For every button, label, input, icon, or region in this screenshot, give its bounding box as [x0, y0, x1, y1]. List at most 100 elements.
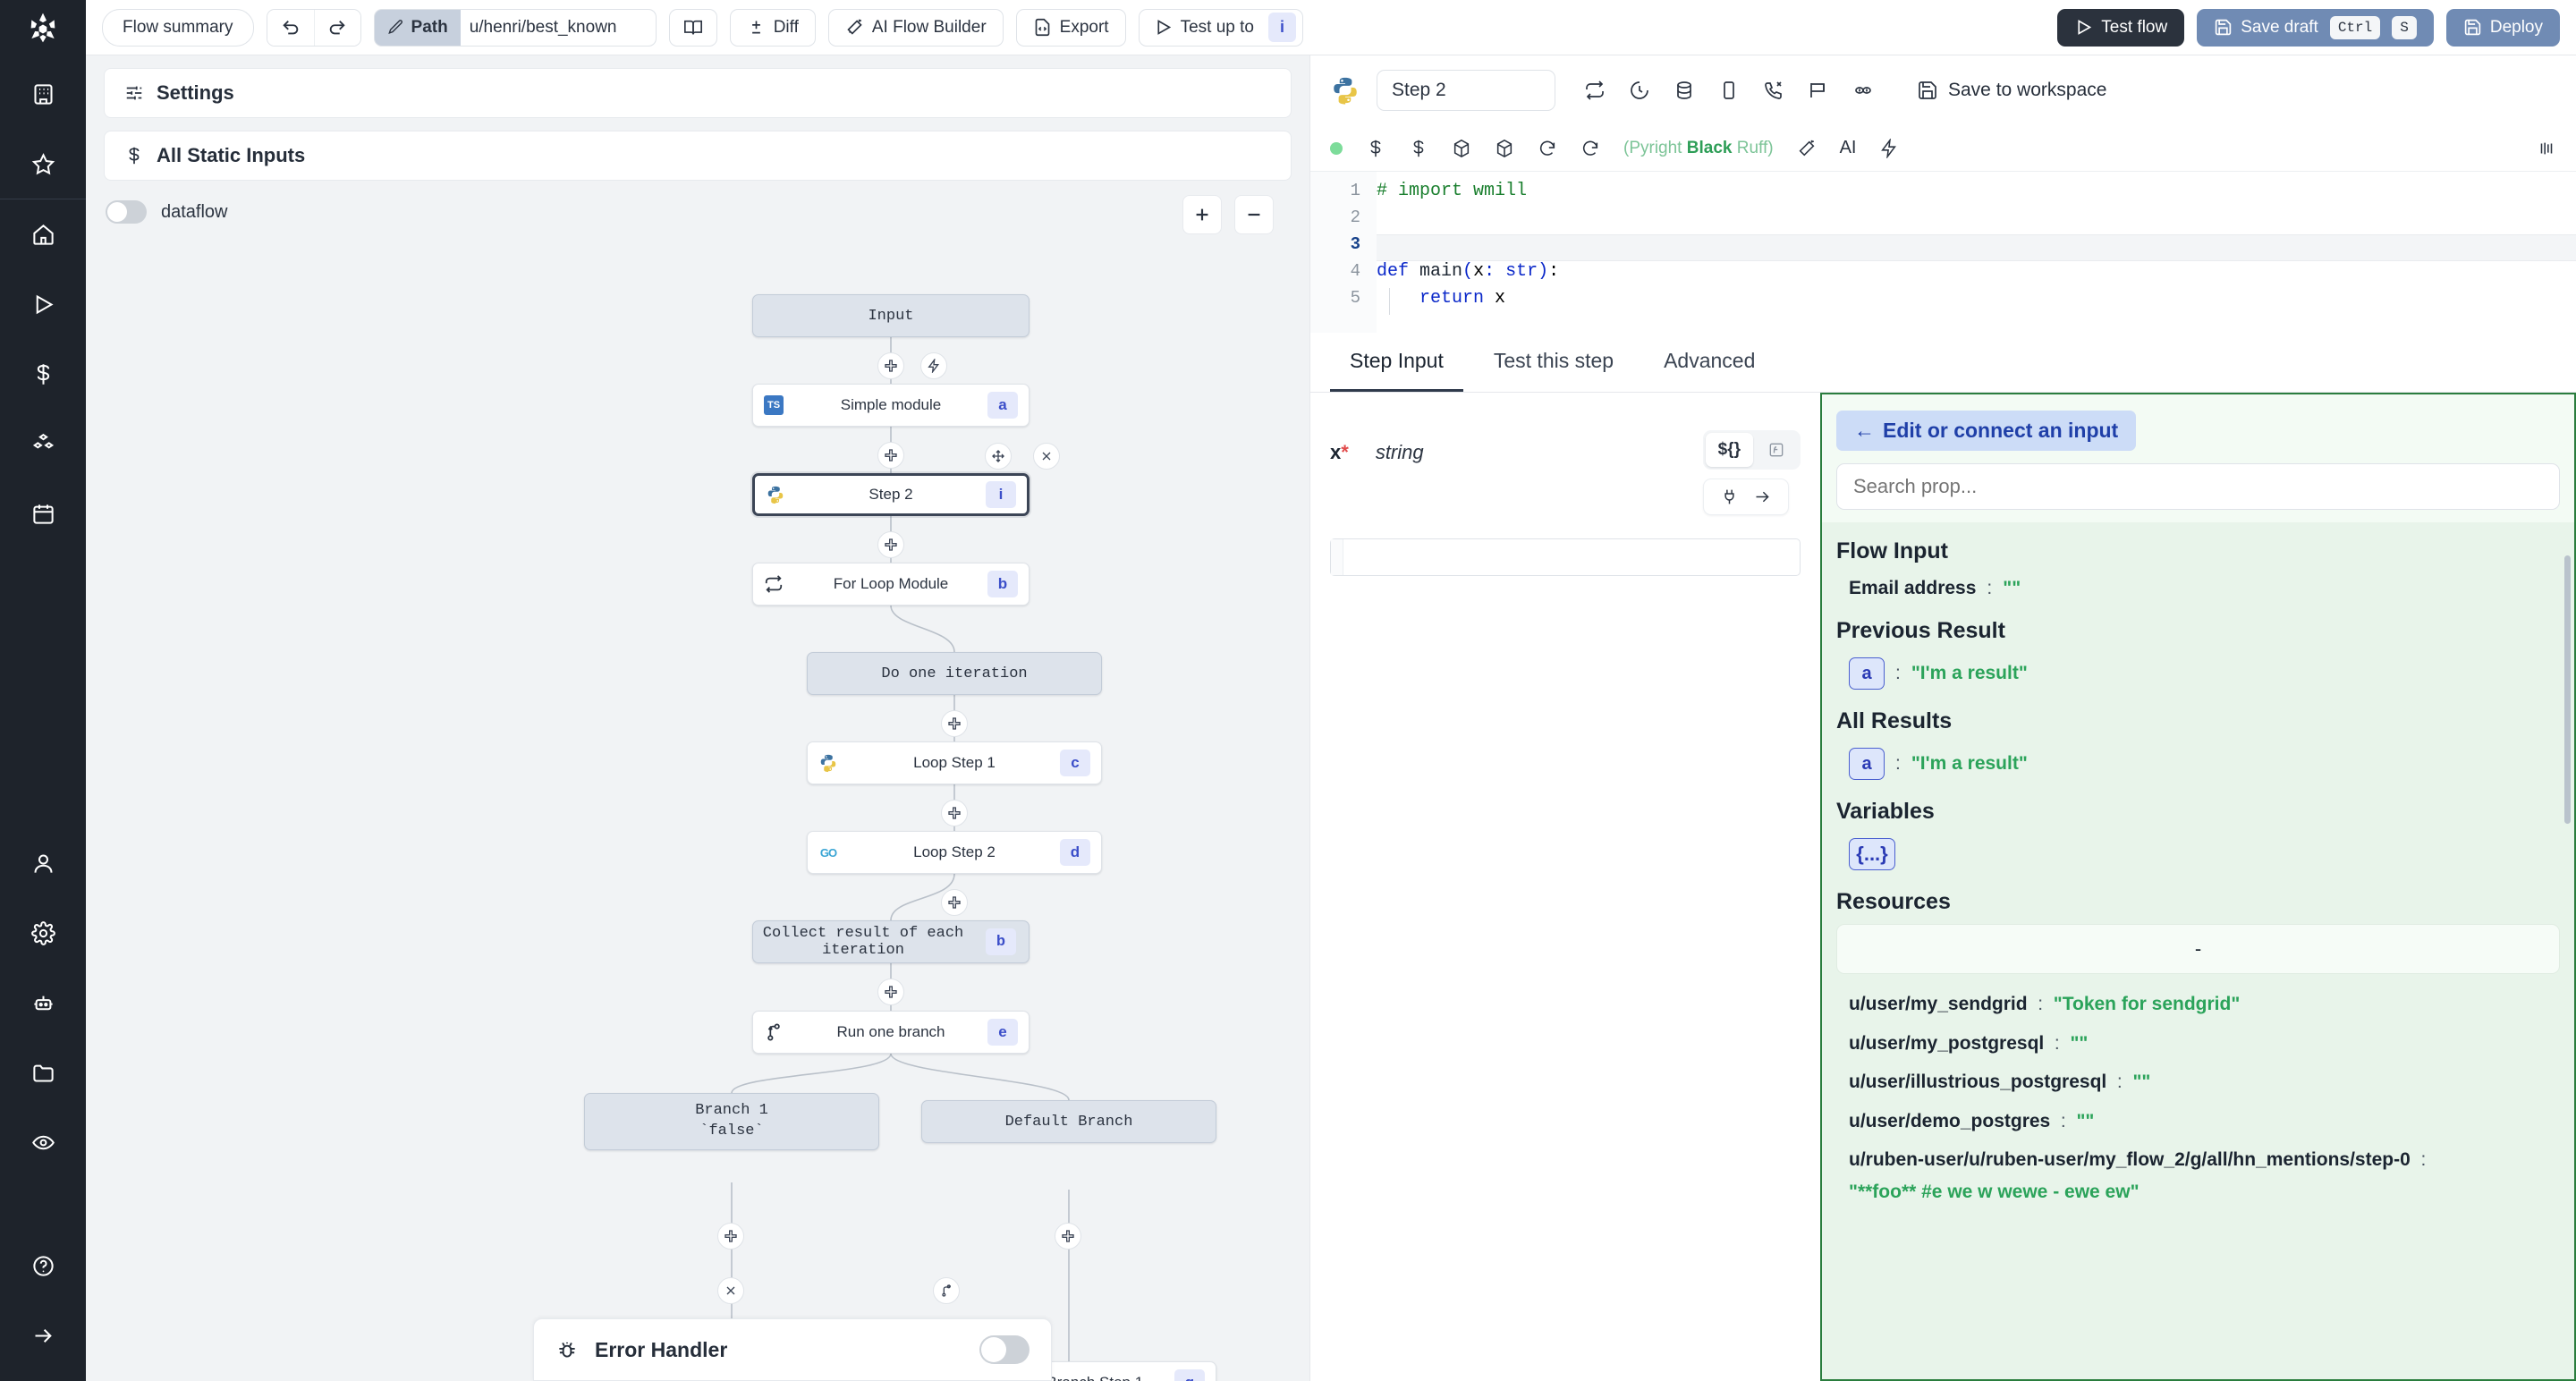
search-prop-input[interactable] — [1836, 463, 2560, 510]
retry-icon[interactable] — [1584, 80, 1606, 101]
resource-row[interactable]: u/ruben-user/u/ruben-user/my_flow_2/g/al… — [1836, 1140, 2560, 1211]
result-badge[interactable]: a — [1849, 657, 1885, 690]
code-lines[interactable]: # import wmill def main(x: str): return … — [1377, 172, 2576, 333]
sidebar-item-variables[interactable] — [0, 339, 86, 409]
flow-node-chip[interactable]: i — [986, 481, 1016, 508]
all-static-inputs-bar[interactable]: All Static Inputs — [104, 131, 1292, 181]
add-step-icon[interactable] — [717, 1223, 744, 1250]
variables-badge[interactable]: {...} — [1849, 838, 1895, 870]
flow-node-branch1[interactable]: Branch 1`false` — [584, 1093, 879, 1150]
sidebar-item-help[interactable] — [0, 1231, 86, 1301]
test-up-to-chip[interactable]: i — [1267, 13, 1296, 42]
sidebar-item-settings[interactable] — [0, 898, 86, 968]
resource-row[interactable]: u/user/demo_postgres : "" — [1836, 1102, 2560, 1141]
flow-node-chip[interactable]: b — [986, 928, 1016, 955]
cache-icon[interactable] — [1674, 80, 1695, 101]
flow-node-chip[interactable]: c — [1060, 750, 1090, 776]
flow-node-chip[interactable]: d — [1060, 839, 1090, 866]
sidebar-item-folders[interactable] — [0, 1038, 86, 1107]
flow-input-row[interactable]: Email address : "" — [1836, 573, 2560, 604]
variables-row[interactable]: {...} — [1836, 834, 2560, 875]
add-step-icon[interactable] — [877, 442, 904, 469]
flow-node-chip[interactable]: a — [987, 392, 1018, 419]
concurrency-icon[interactable] — [1852, 80, 1874, 101]
diff-button[interactable]: Diff — [729, 8, 816, 47]
sidebar-item-workers[interactable] — [0, 968, 86, 1038]
step-name-input[interactable] — [1377, 70, 1555, 111]
package-icon[interactable] — [1495, 139, 1514, 158]
dollar-icon[interactable] — [1366, 139, 1385, 158]
add-step-icon[interactable] — [877, 531, 904, 558]
refresh-icon[interactable] — [1580, 139, 1600, 158]
timeout-icon[interactable] — [1629, 80, 1650, 101]
sidebar-item-workspace[interactable] — [0, 59, 86, 129]
delete-branch-icon[interactable] — [717, 1277, 744, 1304]
connect-panel-body[interactable]: Flow Input Email address : "" Previous R… — [1822, 522, 2574, 1379]
ai-label[interactable]: AI — [1839, 138, 1857, 157]
flow-node-chip[interactable]: b — [987, 571, 1018, 597]
deploy-button[interactable]: Deploy — [2445, 8, 2560, 47]
resource-row[interactable]: u/user/illustrious_postgresql : "" — [1836, 1063, 2560, 1102]
early-stop-icon[interactable] — [1763, 80, 1784, 101]
sidebar-item-collapse[interactable] — [0, 1301, 86, 1370]
error-handler-toggle[interactable] — [979, 1335, 1030, 1364]
sidebar-item-audit-logs[interactable] — [0, 1107, 86, 1177]
ai-flow-builder-button[interactable]: AI Flow Builder — [827, 8, 1004, 47]
settings-panel-bar[interactable]: Settings — [104, 68, 1292, 118]
resources-selector[interactable]: - — [1836, 924, 2560, 974]
mode-function-button[interactable] — [1755, 433, 1798, 467]
flow-canvas[interactable]: dataflow — [86, 181, 1309, 1381]
path-input[interactable] — [460, 9, 656, 46]
result-badge[interactable]: a — [1849, 748, 1885, 780]
add-step-icon[interactable] — [941, 800, 968, 826]
flow-node-chip[interactable]: g — [1174, 1369, 1205, 1381]
property-value-input[interactable] — [1330, 538, 1801, 576]
sidebar-item-favorites[interactable] — [0, 129, 86, 199]
tab-advanced[interactable]: Advanced — [1664, 349, 1756, 372]
add-step-icon[interactable] — [1055, 1223, 1081, 1250]
code-editor[interactable]: 1 2 3 4 5 # import wmill def main(x: str… — [1310, 172, 2576, 333]
connect-panel-scrollbar[interactable] — [2564, 555, 2571, 824]
flow-node-chip[interactable]: e — [987, 1019, 1018, 1046]
lightning-icon[interactable] — [920, 352, 947, 379]
sidebar-item-home[interactable] — [0, 199, 86, 269]
undo-icon[interactable] — [267, 9, 314, 46]
resource-row[interactable]: u/user/my_postgresql : "" — [1836, 1024, 2560, 1063]
tab-test-this-step[interactable]: Test this step — [1493, 349, 1614, 372]
move-node-handle[interactable] — [985, 443, 1012, 470]
add-step-icon[interactable] — [877, 352, 904, 379]
magic-wand-icon[interactable] — [1797, 139, 1817, 158]
add-step-icon[interactable] — [941, 889, 968, 916]
previous-result-row[interactable]: a : "I'm a result" — [1836, 653, 2560, 694]
mode-template-button[interactable]: ${} — [1705, 433, 1753, 467]
save-draft-button[interactable]: Save draft Ctrl S — [2197, 8, 2434, 47]
save-to-workspace-button[interactable]: Save to workspace — [1917, 80, 2106, 101]
error-handler-bar[interactable]: Error Handler — [533, 1318, 1052, 1381]
dollar-icon[interactable] — [1409, 139, 1428, 158]
flow-node-doiter[interactable]: Do one iteration — [807, 652, 1102, 695]
resource-row[interactable]: u/user/my_sendgrid : "Token for sendgrid… — [1836, 985, 2560, 1024]
sidebar-item-user[interactable] — [0, 828, 86, 898]
all-results-row[interactable]: a : "I'm a result" — [1836, 743, 2560, 784]
add-step-icon[interactable] — [941, 710, 968, 737]
flow-node-defbranch[interactable]: Default Branch — [921, 1100, 1216, 1143]
sidebar-item-schedules[interactable] — [0, 479, 86, 548]
dataflow-toggle[interactable] — [106, 200, 147, 224]
zoom-out-button[interactable] — [1234, 195, 1274, 234]
connect-input-button[interactable] — [1702, 479, 1789, 515]
mock-icon[interactable] — [1718, 80, 1740, 101]
flow-node-input[interactable]: Input — [752, 294, 1030, 337]
book-icon[interactable] — [668, 8, 717, 47]
zoom-in-button[interactable] — [1182, 195, 1222, 234]
refresh-icon[interactable] — [1538, 139, 1557, 158]
minimap-icon[interactable] — [2537, 139, 2556, 158]
edit-or-connect-input-button[interactable]: ← Edit or connect an input — [1836, 411, 2137, 451]
